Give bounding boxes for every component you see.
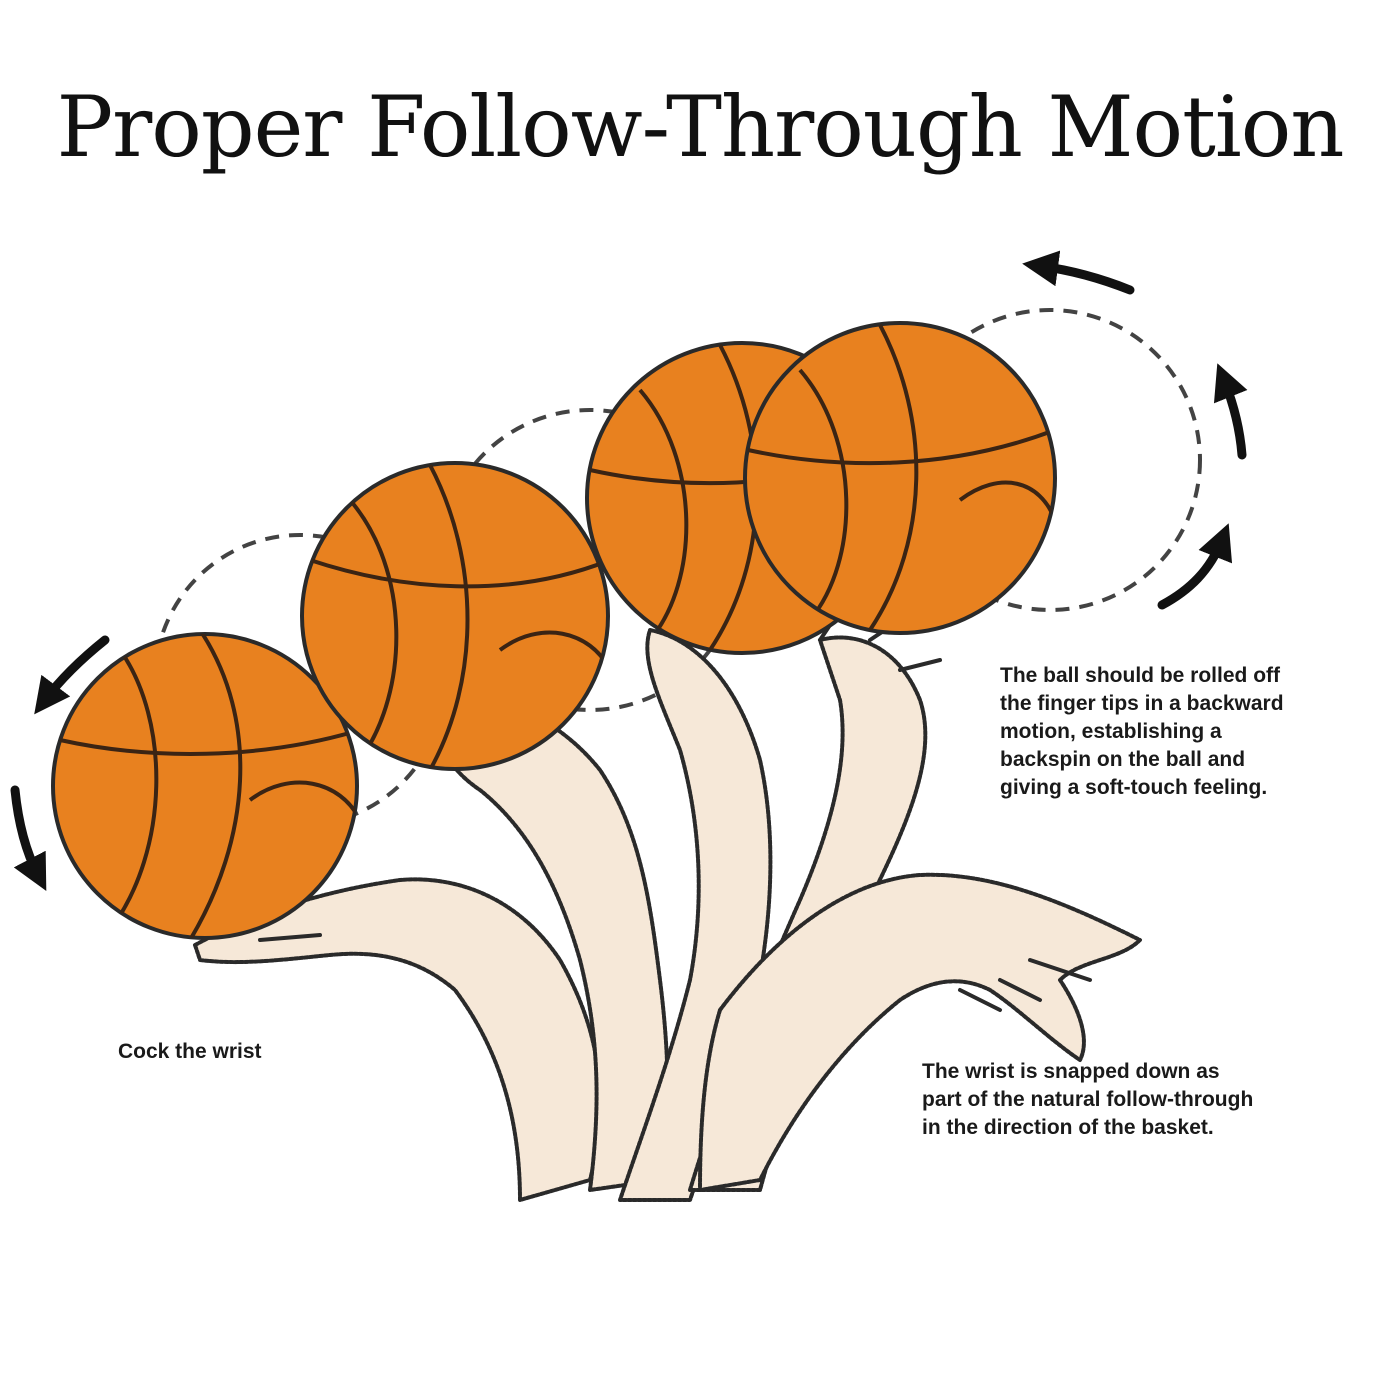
caption-wrist-snap: The wrist is snapped down as part of the… [922, 1060, 1254, 1139]
page-title: Proper Follow-Through Motion [56, 78, 1345, 176]
basketball-icon [51, 632, 359, 940]
arms-and-hands [193, 598, 1142, 1202]
basketball-icon [743, 321, 1057, 635]
caption-cock-wrist: Cock the wrist [118, 1040, 262, 1063]
hand-snapped-down [698, 872, 1142, 1192]
rotation-arrow-icon [10, 250, 1248, 891]
caption-roll-off-fingertips: The ball should be rolled off the finger… [1000, 664, 1284, 799]
basketball-icon [300, 461, 610, 771]
